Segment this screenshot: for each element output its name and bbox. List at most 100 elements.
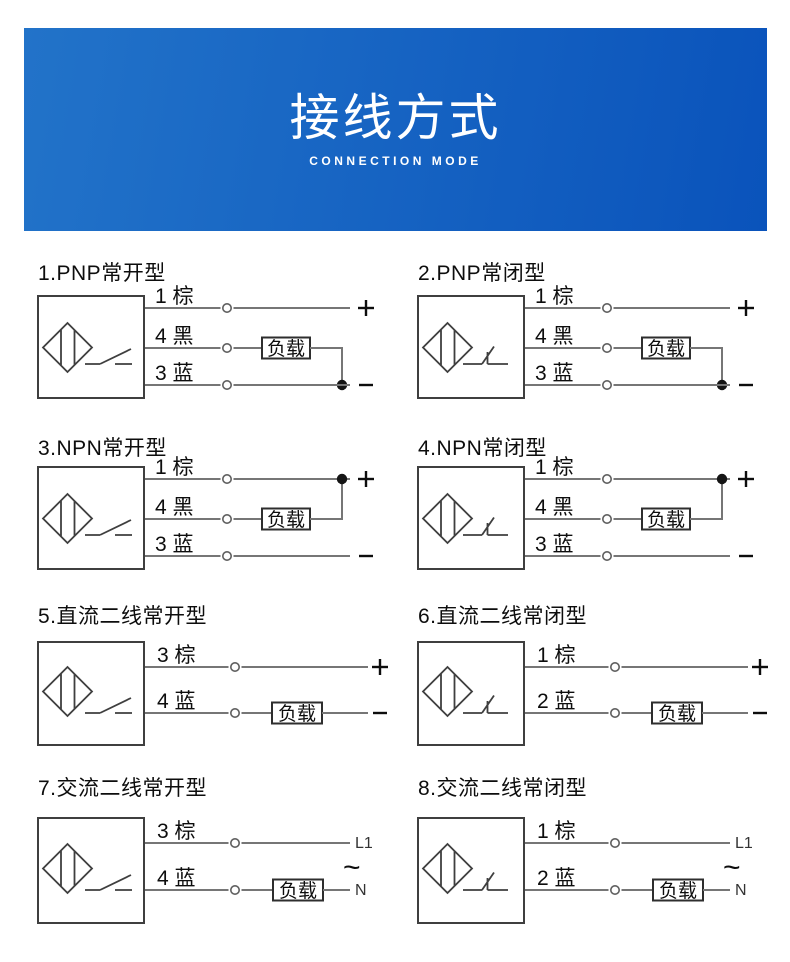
sensor-diamond-icon [421,842,474,895]
wire-label: 3 棕 [157,644,196,667]
switch-open-icon [85,348,132,365]
diagram-title: 4.NPN常闭型 [418,437,547,460]
sensor-box [37,817,145,924]
ac-tilde: ~ [343,851,361,884]
sensor-box [417,641,525,746]
terminal-circle [222,551,233,562]
wire-label: 4 黑 [535,496,574,519]
wiring-diagram: 3 棕 L1 4 蓝负载 N~ [37,817,373,924]
wire-label: 4 黑 [155,325,194,348]
wire-label: 2 蓝 [537,690,576,713]
sensor-box [37,466,145,570]
load-label: 负载 [267,509,305,531]
sensor-diamond-icon [41,321,94,374]
wire-label: 1 棕 [535,285,574,308]
ac-tilde: ~ [723,851,741,884]
diagram-title: 1.PNP常开型 [38,262,166,285]
wire-label: 3 蓝 [155,362,194,385]
terminal-circle [602,302,613,313]
diagram-title: 8.交流二线常闭型 [418,777,588,800]
sensor-box [417,295,525,399]
load-label: 负载 [658,703,696,725]
terminal-circle [610,708,621,719]
wire-label: 3 棕 [157,820,196,843]
terminal-circle [230,837,241,848]
wire-label: 1 棕 [537,644,576,667]
wiring-diagram: 1 棕 2 蓝负载 [417,641,768,746]
terminal-circle [610,661,621,672]
wire-label: 3 蓝 [535,533,574,556]
sensor-diamond-icon [421,492,474,545]
banner-title: 接线方式 [289,89,502,146]
switch-open-icon [85,874,132,891]
wiring-diagram: 1 棕 L1 2 蓝负载 N~ [417,817,753,924]
diagram-canvas: 1 棕 2 蓝负载 [417,630,770,761]
terminal-circle [222,513,233,524]
switch-closed-icon [463,345,508,365]
load-connector [690,347,723,385]
wiring-diagram: 1 棕 4 黑负载 3 蓝 [37,456,374,570]
diagram-canvas: 1 棕 L1 2 蓝负载 N~ [417,806,770,937]
sensor-box [37,295,145,399]
sensor-diamond-icon [421,321,474,374]
terminal-circle [610,885,621,896]
load-label: 负载 [267,338,305,360]
wire-label: 2 蓝 [537,867,576,890]
wire-label: 1 棕 [155,456,194,479]
sensor-diamond-icon [41,842,94,895]
terminal-circle [222,473,233,484]
load-connector [310,347,343,385]
diagram-title: 6.直流二线常闭型 [418,605,588,628]
diagram-title: 3.NPN常开型 [38,437,167,460]
load-label: 负载 [278,703,316,725]
terminal-label: L1 [735,835,753,852]
sensor-diamond-icon [41,492,94,545]
sensor-box [417,817,525,924]
terminal-circle [610,837,621,848]
wire-label: 4 蓝 [157,867,196,890]
terminal-circle [230,885,241,896]
terminal-circle [222,342,233,353]
wire-label: 3 蓝 [155,533,194,556]
switch-open-icon [85,697,132,714]
load-label: 负载 [279,880,317,902]
load-label: 负载 [659,880,697,902]
wire-label: 1 棕 [537,820,576,843]
wire-label: 4 蓝 [157,690,196,713]
terminal-circle [230,708,241,719]
terminal-circle [222,380,233,391]
terminal-circle [602,551,613,562]
diagram-canvas: 3 棕 4 蓝负载 [37,630,390,761]
sensor-box [417,466,525,570]
terminal-label: N [735,882,747,899]
junction-dot [336,473,348,485]
junction-dot [716,473,728,485]
switch-closed-icon [463,516,508,536]
terminal-circle [230,661,241,672]
sensor-diamond-icon [41,665,94,718]
wire-label: 4 黑 [155,496,194,519]
terminal-label: L1 [355,835,373,852]
load-label: 负载 [647,338,685,360]
terminal-label: N [355,882,367,899]
diagram-title: 5.直流二线常开型 [38,605,208,628]
terminal-circle [602,380,613,391]
switch-closed-icon [463,871,508,891]
switch-open-icon [85,519,132,536]
load-label: 负载 [647,509,685,531]
terminal-circle [602,513,613,524]
banner-subtitle: CONNECTION MODE [309,153,482,168]
switch-closed-icon [463,694,508,714]
wiring-diagram: 3 棕 4 蓝负载 [37,641,388,746]
wire-label: 1 棕 [535,456,574,479]
diagram-canvas: 1 棕 4 黑负载 3 蓝 [37,455,390,586]
diagram-canvas: 1 棕 4 黑负载 3 蓝 [417,455,770,586]
diagram-title: 7.交流二线常开型 [38,777,208,800]
load-connector [690,479,723,520]
wire-label: 3 蓝 [535,362,574,385]
